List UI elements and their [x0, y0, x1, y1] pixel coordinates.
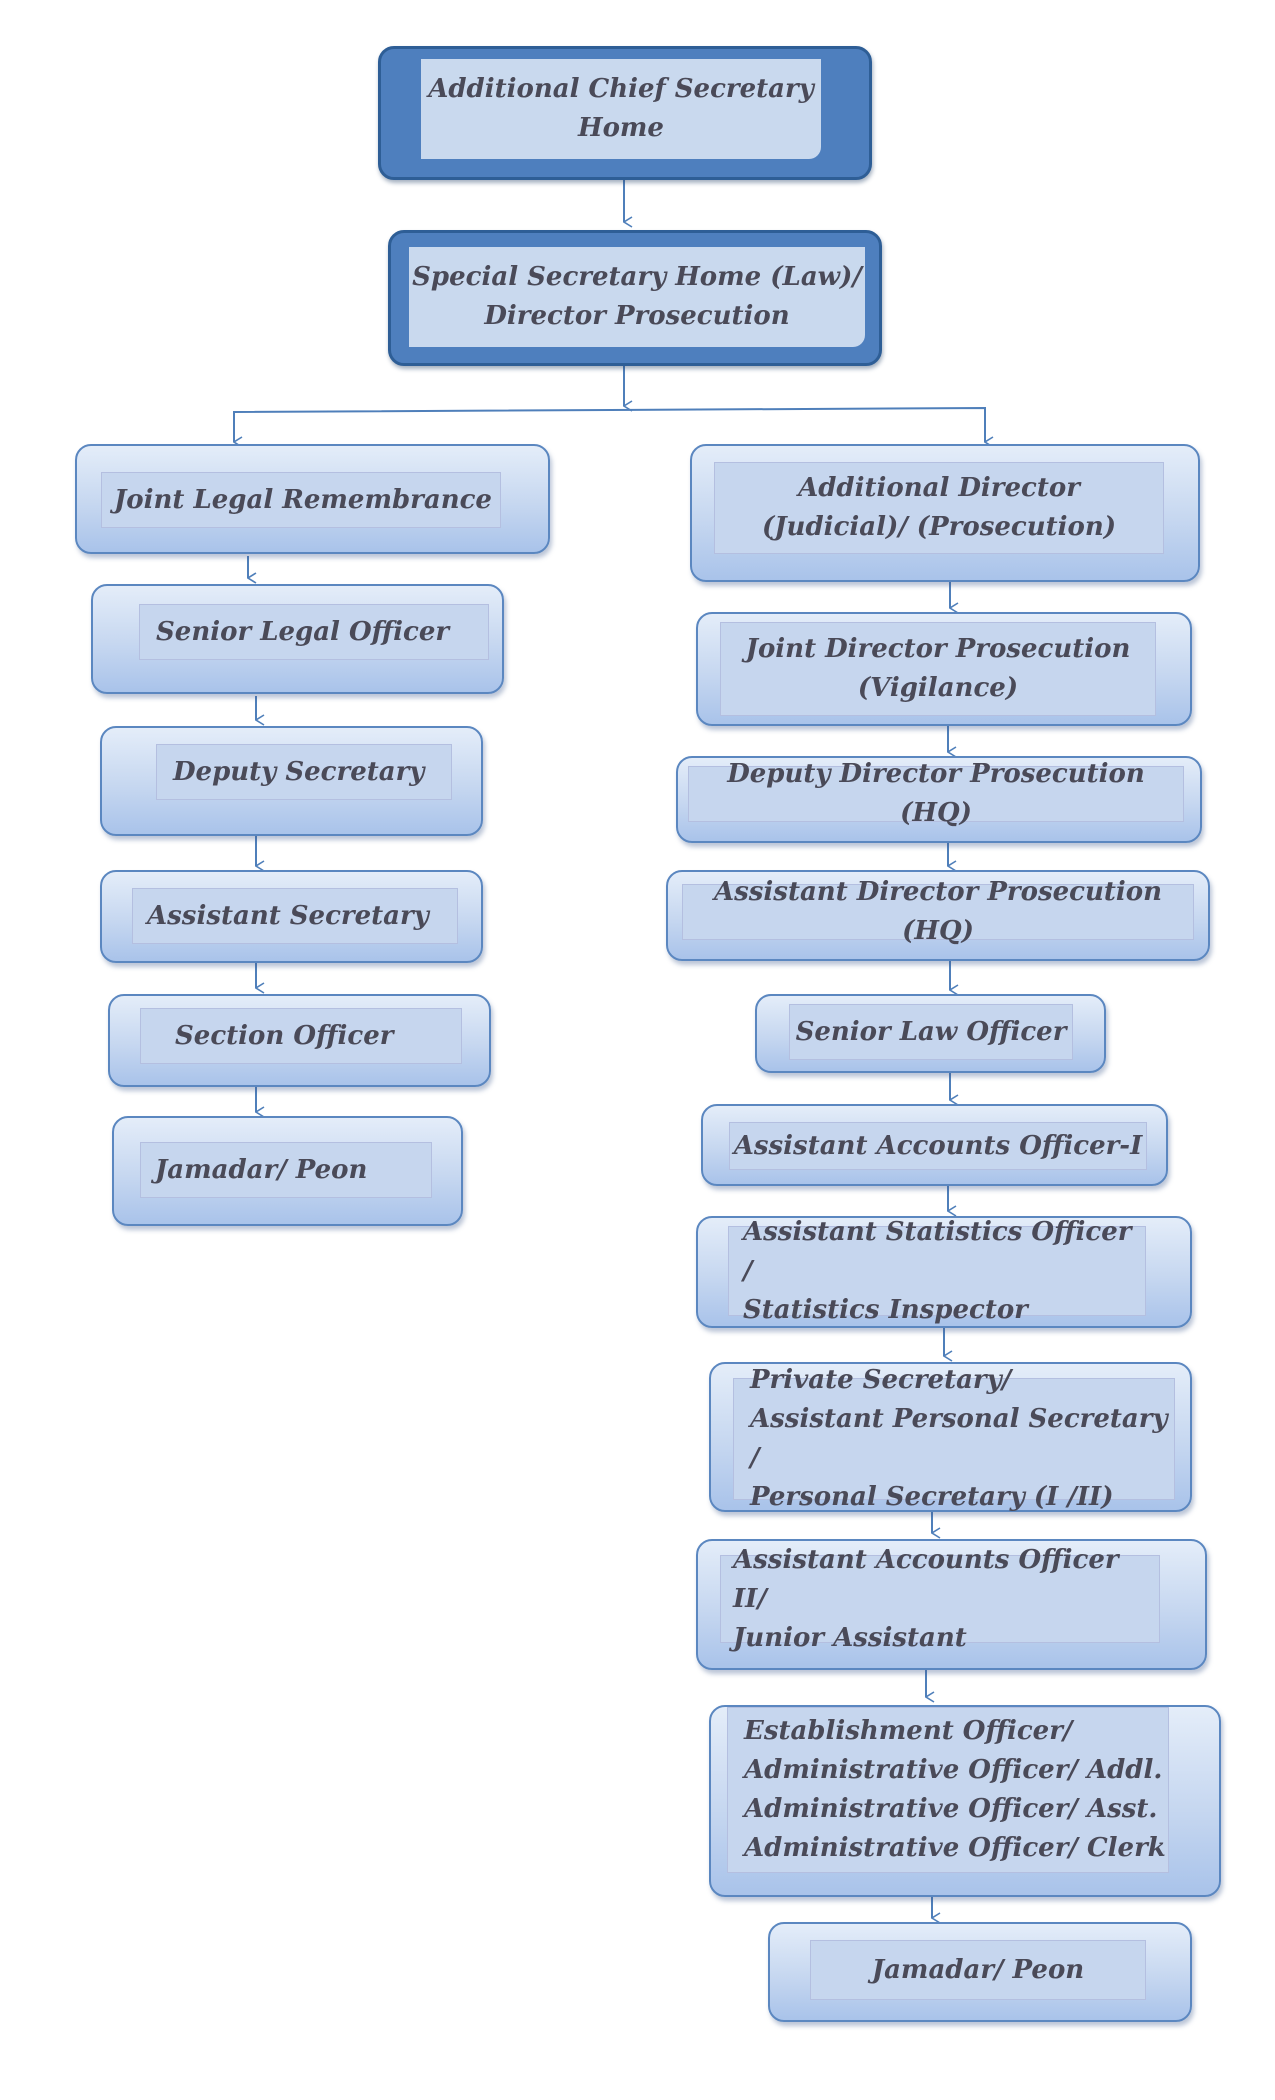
box-label: Deputy Secretary — [173, 756, 425, 787]
box-label: Additional Director (Judicial)/ (Prosecu… — [761, 473, 1117, 542]
box-label: Assistant Accounts Officer-I — [733, 1130, 1143, 1161]
box-label: Section Officer — [175, 1020, 394, 1051]
box-private-secretary: Private Secretary/ Assistant Personal Se… — [709, 1362, 1192, 1512]
box-label: Private Secretary/ Assistant Personal Se… — [750, 1365, 1168, 1512]
box-senior-legal-officer: Senior Legal Officer — [91, 584, 504, 694]
box-joint-director-prosecution: Joint Director Prosecution (Vigilance) — [696, 612, 1192, 726]
box-jamadar-peon-right: Jamadar/ Peon — [768, 1922, 1192, 2022]
box-deputy-secretary: Deputy Secretary — [100, 726, 483, 836]
box-assistant-secretary: Assistant Secretary — [100, 870, 483, 963]
split-bracket — [233, 406, 986, 442]
box-assistant-accounts-officer-2: Assistant Accounts Officer II/ Junior As… — [696, 1539, 1207, 1670]
box-label: Senior Legal Officer — [156, 616, 450, 647]
box-assistant-statistics-officer: Assistant Statistics Officer / Statistic… — [696, 1216, 1192, 1328]
box-label: Senior Law Officer — [795, 1016, 1067, 1047]
box-label: Jamadar/ Peon — [155, 1154, 368, 1185]
box-label: Additional Chief Secretary Home — [428, 74, 814, 143]
box-deputy-director-prosecution: Deputy Director Prosecution (HQ) — [676, 756, 1202, 843]
box-label: Assistant Director Prosecution (HQ) — [713, 877, 1163, 946]
box-section-officer: Section Officer — [108, 994, 491, 1087]
box-senior-law-officer: Senior Law Officer — [755, 994, 1106, 1073]
box-label: Assistant Statistics Officer / Statistic… — [743, 1216, 1132, 1325]
box-label: Jamadar/ Peon — [871, 1954, 1085, 1985]
box-label: Establishment Officer/ Administrative Of… — [744, 1716, 1166, 1863]
box-establishment-officer: Establishment Officer/ Administrative Of… — [709, 1705, 1221, 1897]
box-label: Deputy Director Prosecution (HQ) — [727, 759, 1145, 828]
box-label: Joint Legal Remembrance — [114, 484, 492, 515]
box-additional-director: Additional Director (Judicial)/ (Prosecu… — [690, 444, 1200, 582]
box-assistant-director-prosecution: Assistant Director Prosecution (HQ) — [666, 870, 1210, 961]
box-assistant-accounts-officer-1: Assistant Accounts Officer-I — [701, 1104, 1168, 1186]
box-joint-legal-remembrance: Joint Legal Remembrance — [75, 444, 550, 554]
box-additional-chief-secretary: Additional Chief Secretary Home — [378, 46, 872, 180]
box-jamadar-peon-left: Jamadar/ Peon — [112, 1116, 463, 1226]
box-label: Joint Director Prosecution (Vigilance) — [745, 634, 1131, 703]
box-label: Assistant Accounts Officer II/ Junior As… — [733, 1544, 1119, 1653]
box-label: Assistant Secretary — [147, 900, 429, 931]
box-special-secretary: Special Secretary Home (Law)/ Director P… — [388, 230, 882, 366]
box-label: Special Secretary Home (Law)/ Director P… — [412, 262, 862, 331]
